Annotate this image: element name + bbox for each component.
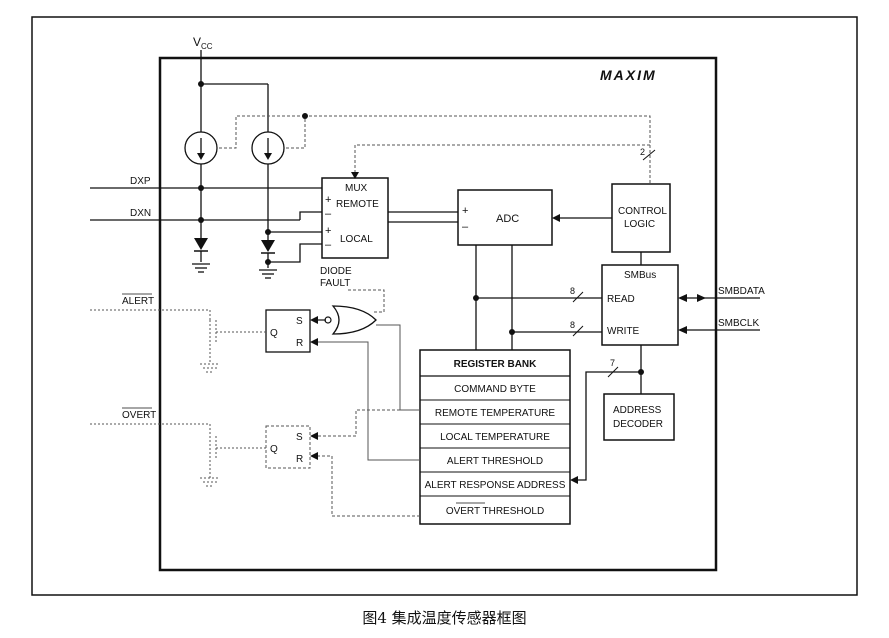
control-node — [302, 113, 308, 119]
mux-title: MUX — [345, 183, 368, 194]
svg-text:S: S — [296, 432, 303, 443]
mux-control-line — [354, 144, 650, 178]
dxp-pin: DXP — [130, 176, 151, 187]
svg-text:DECODER: DECODER — [613, 419, 663, 430]
current-source-1 — [184, 131, 218, 165]
vcc-label: VCC — [193, 35, 213, 51]
overt-latch — [265, 425, 311, 469]
or-gate — [331, 305, 377, 335]
mux-remote-label: REMOTE — [336, 199, 379, 210]
mux-local-label: LOCAL — [340, 234, 373, 245]
write-bus-width: 8 — [570, 320, 575, 330]
register-row: ALERT THRESHOLD — [447, 456, 543, 467]
ground-symbol — [259, 269, 277, 279]
mux-block — [321, 177, 389, 259]
alert-transistor — [90, 309, 266, 373]
svg-text:Q: Q — [270, 444, 278, 455]
overt-pin: OVERT — [122, 410, 156, 421]
svg-text:+: + — [462, 205, 468, 217]
diode-fault-label: DIODE — [320, 266, 352, 277]
adc-label: ADC — [496, 213, 519, 225]
svg-text:R: R — [296, 338, 303, 349]
control-logic-label: CONTROL — [618, 206, 667, 217]
chip-outline — [158, 56, 718, 572]
current-source-2 — [251, 131, 285, 165]
alert-pin: ALERT — [122, 296, 154, 307]
overt-transistor — [90, 423, 266, 487]
register-row: LOCAL TEMPERATURE — [440, 432, 550, 443]
alert-latch — [265, 309, 311, 353]
figure-caption: 图4 集成温度传感器框图 — [362, 609, 527, 627]
svg-text:R: R — [296, 454, 303, 465]
smbclk-pin: SMBCLK — [718, 318, 759, 329]
smbus-write-label: WRITE — [607, 326, 640, 337]
svg-text:LOGIC: LOGIC — [624, 219, 655, 230]
register-row: ALERT RESPONSE ADDRESS — [425, 480, 566, 491]
control-bus-width: 2 — [640, 147, 645, 157]
address-bus-width: 7 — [610, 358, 615, 368]
block-diagram: MAXIM VCC 2 DXP DXN — [31, 16, 858, 596]
maxim-logo: MAXIM — [600, 67, 657, 83]
smbus-read-label: READ — [607, 294, 635, 305]
svg-text:–: – — [325, 239, 332, 251]
outer-frame — [31, 16, 858, 596]
vcc-node — [198, 81, 204, 87]
ground-symbol — [192, 263, 210, 273]
svg-text:S: S — [296, 316, 303, 327]
local-diode — [261, 240, 275, 268]
register-row: OVERT THRESHOLD — [446, 506, 544, 517]
svg-text:FAULT: FAULT — [320, 278, 350, 289]
dxn-pin: DXN — [130, 208, 151, 219]
svg-text:–: – — [462, 221, 469, 233]
svg-text:–: – — [325, 208, 332, 220]
control-logic-block — [611, 183, 671, 253]
address-decoder-label: ADDRESS — [613, 405, 662, 416]
remote-diode — [194, 238, 208, 262]
smbus-label: SMBus — [624, 270, 656, 281]
register-bank-title: REGISTER BANK — [454, 359, 538, 370]
adc-block — [457, 189, 553, 246]
register-bank — [419, 349, 571, 525]
svg-text:Q: Q — [270, 328, 278, 339]
smbus-block — [601, 264, 679, 346]
register-row: COMMAND BYTE — [454, 384, 536, 395]
svg-text:+: + — [325, 225, 331, 237]
smbdata-pin: SMBDATA — [718, 286, 765, 297]
read-bus-width: 8 — [570, 286, 575, 296]
address-decoder-block — [603, 393, 675, 441]
register-row: REMOTE TEMPERATURE — [435, 408, 556, 419]
svg-text:+: + — [325, 194, 331, 206]
